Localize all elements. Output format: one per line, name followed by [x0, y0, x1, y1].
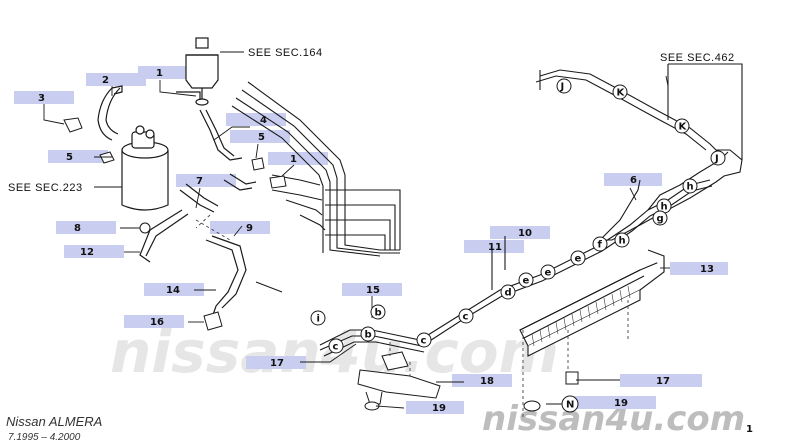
svg-text:h: h: [661, 202, 668, 213]
callout-7: 7: [196, 176, 203, 187]
clip-h-3: h: [614, 232, 630, 248]
callout-3: 3: [38, 93, 45, 104]
callout-4: 4: [260, 115, 267, 126]
clip-J-1: J: [556, 78, 572, 94]
callout-15: 15: [366, 285, 380, 296]
clip-K-2: K: [674, 118, 690, 134]
callout-8: 8: [74, 223, 81, 234]
callout-10: 10: [518, 228, 532, 239]
callout-6: 6: [630, 175, 637, 186]
clip-e-1: e: [570, 250, 586, 266]
page-number: 1: [746, 424, 753, 435]
ref-sec164: SEE SEC.164: [248, 47, 323, 59]
callout-14: 14: [166, 285, 180, 296]
svg-text:h: h: [687, 182, 694, 193]
svg-text:h: h: [619, 236, 626, 247]
clip-K-1: K: [612, 84, 628, 100]
clip-d: d: [500, 284, 516, 300]
small-clips: [63, 117, 579, 412]
callout-13: 13: [700, 264, 714, 275]
caption-dates: 7.1995 – 4.2000: [8, 432, 81, 443]
clip-f: f: [592, 236, 608, 252]
clip-e-3: e: [518, 272, 534, 288]
dashed-leaders: [195, 214, 629, 420]
svg-text:d: d: [505, 288, 512, 299]
svg-text:f: f: [598, 240, 603, 251]
vapor-hoses: [97, 85, 257, 319]
leader-lines: [43, 51, 670, 409]
caption-model: Nissan ALMERA: [6, 414, 102, 429]
callout-5b: 5: [66, 152, 73, 163]
svg-text:b: b: [365, 330, 372, 341]
clip-b-2: b: [360, 326, 376, 342]
svg-text:g: g: [657, 214, 664, 225]
clip-c-3: c: [328, 338, 344, 354]
clip-N: N: [561, 395, 579, 413]
callout-19a: 19: [432, 403, 446, 414]
tank-protector: [519, 249, 665, 357]
svg-text:i: i: [317, 314, 320, 325]
callout-1a: 1: [156, 68, 163, 79]
svg-text:e: e: [575, 254, 582, 265]
callout-5a: 5: [258, 132, 265, 143]
svg-text:e: e: [545, 268, 552, 279]
callout-19b: 19: [614, 398, 628, 409]
svg-text:c: c: [463, 312, 469, 323]
svg-text:c: c: [333, 342, 339, 353]
clip-e-2: e: [540, 264, 556, 280]
callout-9: 9: [246, 223, 253, 234]
clip-h-2: h: [656, 198, 672, 214]
clip-h-1: h: [682, 178, 698, 194]
svg-text:c: c: [421, 336, 427, 347]
callout-16: 16: [150, 317, 164, 328]
svg-text:J: J: [714, 154, 719, 165]
svg-text:K: K: [617, 88, 626, 99]
clip-g: g: [652, 210, 668, 226]
svg-text:J: J: [560, 82, 565, 93]
clip-c-2: c: [416, 332, 432, 348]
callout-18: 18: [480, 376, 494, 387]
ref-sec462: SEE SEC.462: [660, 52, 735, 64]
clip-J-2: J: [710, 150, 726, 166]
callout-2: 2: [102, 75, 109, 86]
svg-text:b: b: [375, 308, 382, 319]
clip-markers: J K K J h h g h f e e e d c b c b c i N: [310, 78, 726, 413]
clip-b-1: b: [370, 304, 386, 320]
evap-canister: [121, 125, 169, 211]
ref-sec223: SEE SEC.223: [8, 182, 83, 194]
callout-17a: 17: [270, 358, 284, 369]
svg-text:K: K: [679, 122, 688, 133]
fuel-filter: [185, 37, 219, 106]
callout-12: 12: [80, 247, 94, 258]
clip-c-1: c: [458, 308, 474, 324]
callout-17b: 17: [656, 376, 670, 387]
svg-text:N: N: [566, 400, 574, 411]
callout-numbers: 2 1 3 4 5 5 1 7 6 8 9 10 11 12 13 14 15 …: [38, 68, 714, 414]
protector-ribs: [531, 285, 631, 347]
callout-11: 11: [488, 242, 502, 253]
clip-i: i: [310, 310, 326, 326]
svg-text:e: e: [523, 276, 530, 287]
callout-1b: 1: [290, 154, 297, 165]
